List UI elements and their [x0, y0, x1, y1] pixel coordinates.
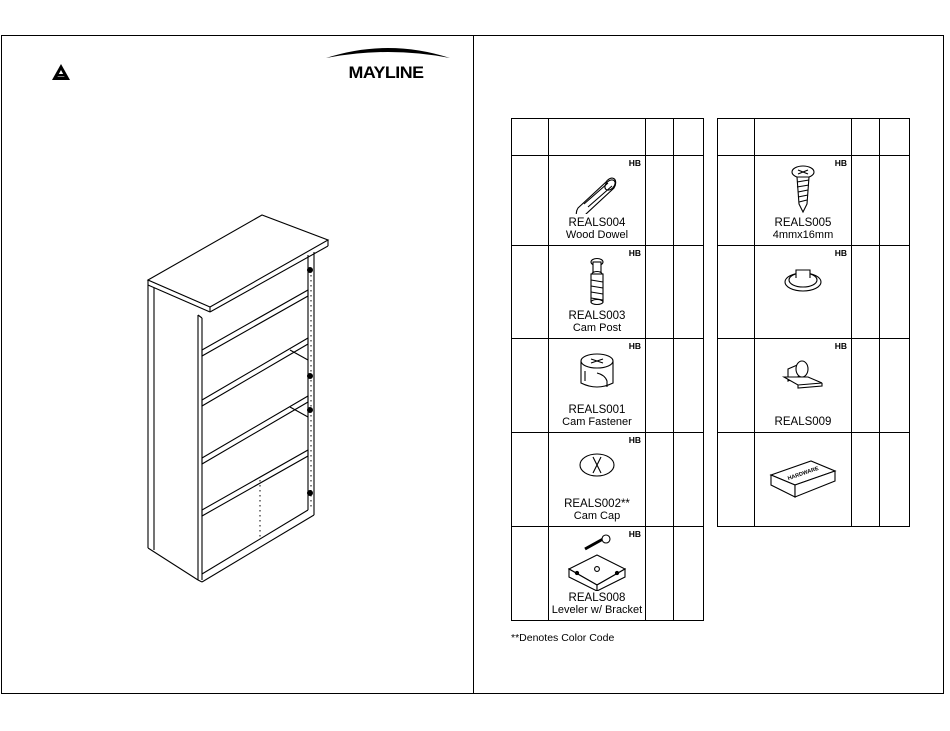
parts-table-left: HB REALS004 Wood Dowel HB: [511, 118, 704, 621]
part-tag: HB: [629, 529, 641, 539]
parts-table-right: HB REALS005 4mmx16mm HB: [717, 118, 910, 527]
part-code: REALS008: [549, 592, 645, 604]
footnote: **Denotes Color Code: [511, 632, 614, 644]
cam-cap-icon: [577, 451, 617, 479]
cam-fastener-icon: [577, 351, 617, 391]
part-code: REALS005: [755, 217, 851, 229]
part-row: HB REALS005 4mmx16mm: [718, 156, 910, 246]
part-row: HB: [718, 246, 910, 339]
part-tag: HB: [629, 435, 641, 445]
header-cell: [674, 119, 704, 156]
brand-name: MAYLINE: [327, 63, 445, 83]
screw-icon: [789, 164, 817, 214]
part-tag: HB: [835, 341, 847, 351]
header-cell: [852, 119, 880, 156]
part-code: REALS001: [549, 404, 645, 416]
part-row: HARDWARE: [718, 433, 910, 527]
header-cell: [718, 119, 755, 156]
part-name: 4mmx16mm: [755, 229, 851, 241]
part-row: HB REALS004 Wood Dowel: [512, 156, 704, 246]
part-code: REALS004: [549, 217, 645, 229]
part-code: REALS002**: [549, 498, 645, 510]
header-cell: [549, 119, 646, 156]
part-name: Wood Dowel: [549, 229, 645, 241]
part-tag: HB: [835, 158, 847, 168]
bookcase-illustration: [140, 210, 330, 590]
part-tag: HB: [629, 248, 641, 258]
leveler-bracket-icon: [565, 533, 629, 591]
part-code: REALS009: [755, 416, 851, 428]
part-tag: HB: [629, 341, 641, 351]
part-tag: HB: [629, 158, 641, 168]
part-row: HB REALS001 Cam Fastener: [512, 339, 704, 433]
part-name: Cam Post: [549, 322, 645, 334]
header-cell: [880, 119, 910, 156]
part-tag: HB: [835, 248, 847, 258]
page-divider: [473, 35, 474, 694]
section-mark-icon: [52, 64, 70, 80]
hardware-box-icon: HARDWARE: [767, 455, 839, 501]
part-name: Leveler w/ Bracket: [549, 604, 645, 616]
part-row: HB REALS009: [718, 339, 910, 433]
shelf-pin-icon: [778, 355, 828, 389]
part-row: HB REALS002** Cam Cap: [512, 433, 704, 527]
header-cell: [646, 119, 674, 156]
part-name: Cam Cap: [549, 510, 645, 522]
grommet-icon: [782, 264, 824, 294]
part-row: HB REALS003 Cam Post: [512, 246, 704, 339]
part-code: REALS003: [549, 310, 645, 322]
part-name: Cam Fastener: [549, 416, 645, 428]
wood-dowel-icon: [572, 174, 622, 214]
header-cell: [755, 119, 852, 156]
part-row: HB REALS008 Leveler w/ Bracket: [512, 527, 704, 621]
header-cell: [512, 119, 549, 156]
cam-post-icon: [585, 256, 609, 308]
